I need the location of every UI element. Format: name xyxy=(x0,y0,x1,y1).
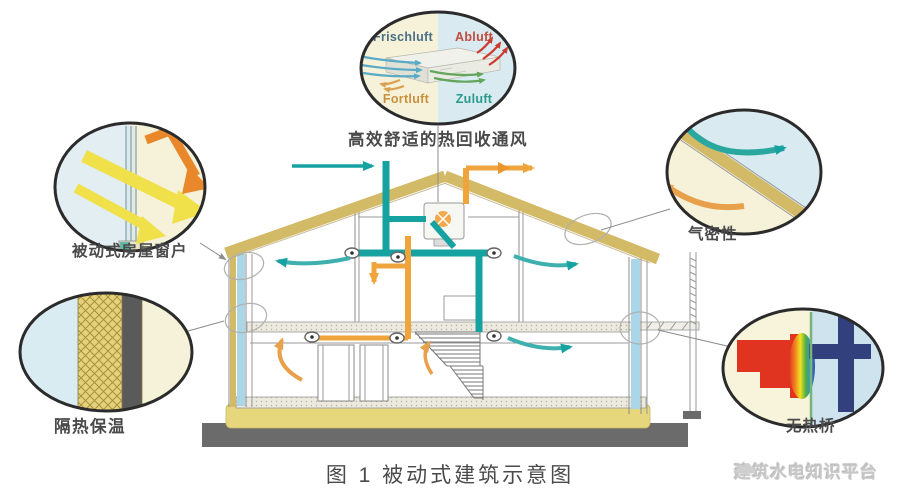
ground-floor-doors xyxy=(317,344,389,402)
airflow-arrow xyxy=(507,336,573,354)
callout-airtightness: 气密性 xyxy=(665,108,823,243)
exhaust-air-arrow xyxy=(466,162,535,174)
supply-vent xyxy=(390,251,406,263)
callout-thermal-bridge: 无热桥 xyxy=(721,307,885,435)
airtightness-caption: 气密性 xyxy=(687,224,738,243)
roof xyxy=(224,170,660,265)
supply-vent xyxy=(344,247,360,259)
exhaust-flow-icon xyxy=(476,36,509,66)
ground-floor-slab xyxy=(235,396,647,409)
heat-recovery-unit xyxy=(423,202,465,247)
supply-vent xyxy=(389,332,405,344)
outside-air-arrow xyxy=(681,122,787,156)
ventilation-system xyxy=(273,126,579,382)
airflow-arrows xyxy=(273,254,579,382)
ventilation-caption: 高效舒适的热回收通风 xyxy=(348,129,528,149)
callout-window: 被动式房屋窗户 xyxy=(53,121,207,260)
right-wall xyxy=(628,257,648,414)
fortluft-flow-icon xyxy=(379,78,405,93)
house-section xyxy=(202,170,701,447)
label-abluft: Abluft xyxy=(455,30,493,44)
window-caption: 被动式房屋窗户 xyxy=(72,241,188,260)
label-zuluft: Zuluft xyxy=(456,92,493,106)
callout-insulation: 隔热保温 xyxy=(18,291,194,436)
thermal-bridge-caption: 无热桥 xyxy=(785,416,836,435)
supply-ducts xyxy=(350,161,494,332)
airflow-arrow xyxy=(513,254,579,271)
airflow-arrow xyxy=(419,340,434,375)
figure-caption: 图 1 被动式建筑示意图 xyxy=(325,464,575,487)
watermark-text: 建筑水电知识平台 xyxy=(734,463,878,482)
supply-vents xyxy=(304,247,502,344)
balcony-pole xyxy=(683,252,701,419)
supply-vent xyxy=(486,247,502,259)
supply-vent xyxy=(304,331,320,343)
supply-vent xyxy=(486,330,502,342)
label-fortluft: Fortluft xyxy=(383,92,430,106)
inside-air-arrow xyxy=(667,181,745,211)
supply-flow-icon xyxy=(429,69,486,84)
label-frischluft: Frischluft xyxy=(373,30,433,44)
sunlight-arrow xyxy=(73,150,205,244)
airflow-arrow xyxy=(275,256,351,268)
fresh-air-flow-icon xyxy=(361,55,423,80)
wall-layers-illustration xyxy=(20,293,192,411)
staircase xyxy=(414,331,484,400)
watermark: 建筑水电知识平台 xyxy=(734,458,878,483)
airflow-arrow xyxy=(273,337,303,382)
callout-connectors xyxy=(162,208,728,347)
platform-logo-icon xyxy=(735,463,757,474)
insulation-caption: 隔热保温 xyxy=(54,416,126,436)
